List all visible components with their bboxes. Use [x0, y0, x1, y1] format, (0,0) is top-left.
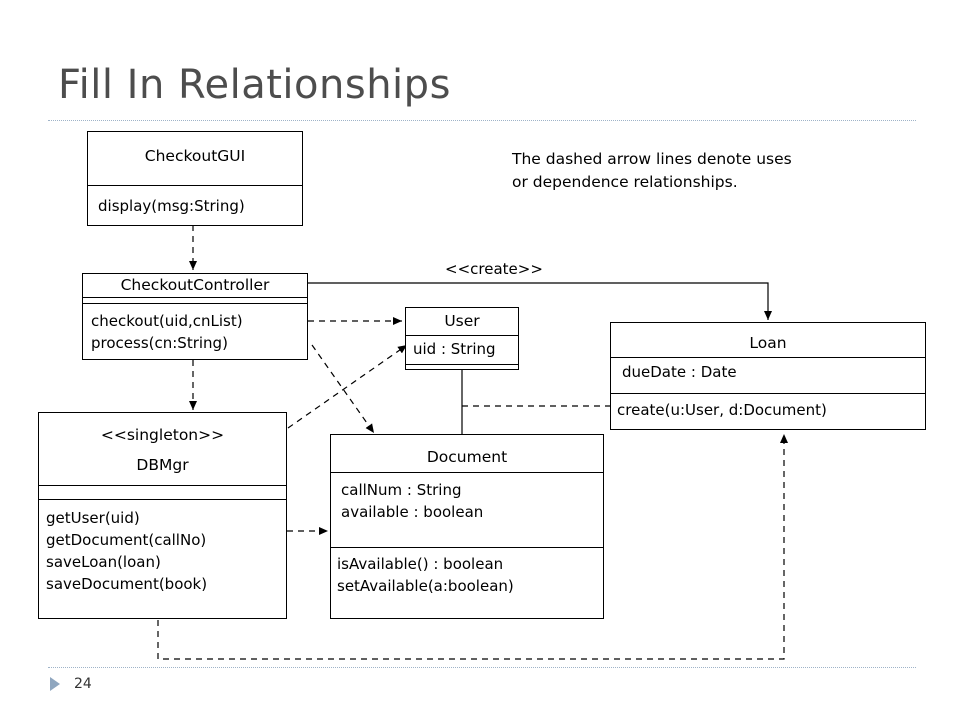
class-dbmgr: <<singleton>> DBMgr getUser(uid) getDocu… [38, 412, 287, 619]
dbmgr-to-loan-dependency [157, 434, 788, 660]
legend-note: The dashed arrow lines denote uses or de… [512, 148, 792, 194]
operation: display(msg:String) [98, 197, 245, 215]
class-stereotype: <<singleton>> [100, 426, 225, 444]
class-name: User [406, 308, 518, 336]
operation: isAvailable() : boolean [337, 555, 504, 573]
class-name: Document [331, 435, 603, 473]
class-loan: Loan dueDate : Date create(u:User, d:Doc… [610, 322, 926, 430]
operations: checkout(uid,cnList) process(cn:String) [91, 310, 307, 354]
separator [83, 297, 307, 298]
class-name: CheckoutGUI [88, 132, 302, 186]
operation: saveDocument(book) [46, 575, 208, 593]
page-marker-icon [50, 677, 60, 691]
class-checkout-controller: CheckoutController checkout(uid,cnList) … [82, 273, 308, 360]
footer-divider [48, 667, 916, 668]
separator [39, 499, 286, 500]
operations: getUser(uid) getDocument(callNo) saveLoa… [46, 507, 286, 595]
class-checkout-gui: CheckoutGUI display(msg:String) [87, 131, 303, 226]
attribute: dueDate : Date [622, 363, 737, 381]
separator [611, 393, 925, 394]
attribute: available : boolean [341, 503, 484, 521]
operation: saveLoan(loan) [46, 553, 161, 571]
operations: isAvailable() : boolean setAvailable(a:b… [337, 553, 603, 597]
class-document: Document callNum : String available : bo… [330, 434, 604, 619]
slide-title: Fill In Relationships [58, 62, 451, 108]
attribute: uid : String [413, 340, 496, 358]
attributes: callNum : String available : boolean [341, 479, 603, 523]
class-name: DBMgr [136, 456, 189, 474]
controller-to-document-dependency [311, 344, 375, 434]
controller-to-loan-create [308, 282, 772, 320]
operation: setAvailable(a:boolean) [337, 577, 514, 595]
attribute: callNum : String [341, 481, 462, 499]
class-name: Loan [611, 323, 925, 358]
operation: getUser(uid) [46, 509, 140, 527]
legend-note-line: The dashed arrow lines denote uses [512, 150, 792, 168]
dbmgr-to-user-dependency [287, 344, 408, 429]
page-number: 24 [74, 676, 92, 692]
separator [406, 364, 518, 365]
title-divider [48, 120, 916, 121]
legend-note-line: or dependence relationships. [512, 173, 738, 191]
class-user: User uid : String [405, 307, 519, 370]
operation: checkout(uid,cnList) [91, 312, 243, 330]
separator [331, 547, 603, 548]
operation: process(cn:String) [91, 334, 228, 352]
operation: create(u:User, d:Document) [617, 401, 827, 419]
separator [83, 303, 307, 304]
create-stereotype-label: <<create>> [445, 260, 543, 278]
separator [39, 485, 286, 486]
operation: getDocument(callNo) [46, 531, 207, 549]
class-name: CheckoutController [120, 276, 270, 294]
